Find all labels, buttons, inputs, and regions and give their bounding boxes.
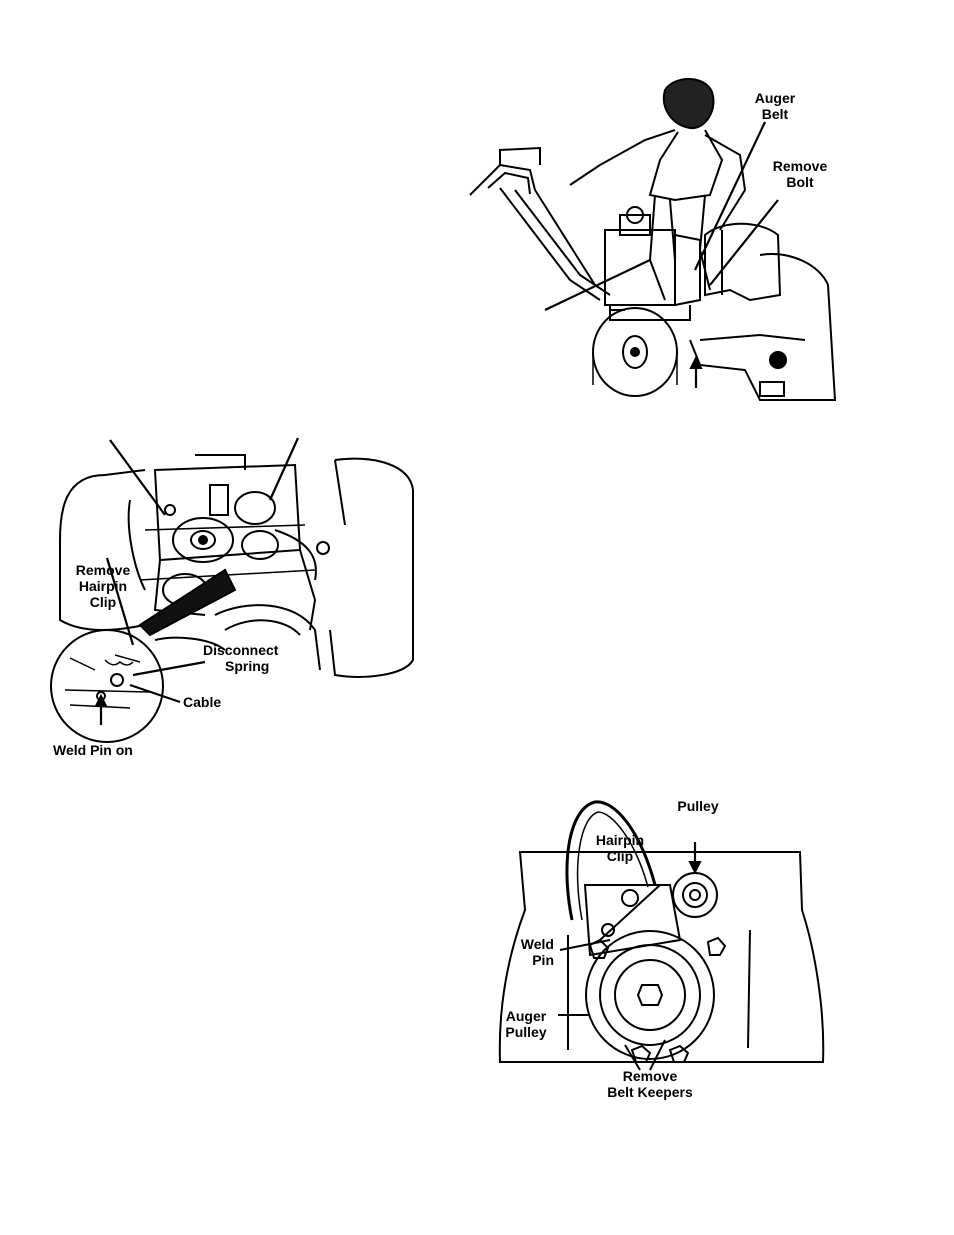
remove-hairpin-clip-line2: Hairpin [63, 578, 143, 594]
auger-pulley-line1: Auger [496, 1008, 556, 1024]
auger-belt-label-line1: Auger [746, 90, 804, 106]
hairpin-clip-line2: Clip [588, 848, 652, 864]
remove-bolt-label: Remove Bolt [766, 158, 834, 190]
disconnect-spring-line1: Disconnect [203, 642, 313, 658]
remove-hairpin-clip-line1: Remove [63, 562, 143, 578]
remove-hairpin-clip-label: Remove Hairpin Clip [63, 562, 143, 610]
remove-belt-keepers-label: Remove Belt Keepers [590, 1068, 710, 1100]
disconnect-spring-label: Disconnect Spring [203, 642, 313, 674]
auger-pulley-line2: Pulley [496, 1024, 556, 1040]
weld-pin-on-label: Weld Pin on [53, 742, 133, 758]
weld-pin-label: Weld Pin [504, 936, 554, 968]
weld-pin-line1: Weld [504, 936, 554, 952]
pulley-label: Pulley [666, 798, 730, 814]
figure-drive-cable-detail: Remove Hairpin Clip Disconnect Spring Ca… [45, 430, 420, 760]
figure-auger-pulley: Pulley Hairpin Clip Weld Pin Auger Pulle… [490, 790, 835, 1105]
remove-belt-keepers-line2: Belt Keepers [590, 1084, 710, 1100]
figure-snowthrower-operator: Auger Belt Remove Bolt [460, 70, 840, 415]
remove-bolt-label-line2: Bolt [766, 174, 834, 190]
auger-pulley-label: Auger Pulley [496, 1008, 556, 1040]
remove-belt-keepers-line1: Remove [590, 1068, 710, 1084]
auger-belt-label-line2: Belt [746, 106, 804, 122]
hairpin-clip-label: Hairpin Clip [588, 832, 652, 864]
auger-belt-label: Auger Belt [746, 90, 804, 122]
disconnect-spring-line2: Spring [203, 658, 313, 674]
weld-pin-line2: Pin [504, 952, 554, 968]
hairpin-clip-line1: Hairpin [588, 832, 652, 848]
cable-label: Cable [183, 694, 221, 710]
remove-bolt-label-line1: Remove [766, 158, 834, 174]
remove-hairpin-clip-line3: Clip [63, 594, 143, 610]
